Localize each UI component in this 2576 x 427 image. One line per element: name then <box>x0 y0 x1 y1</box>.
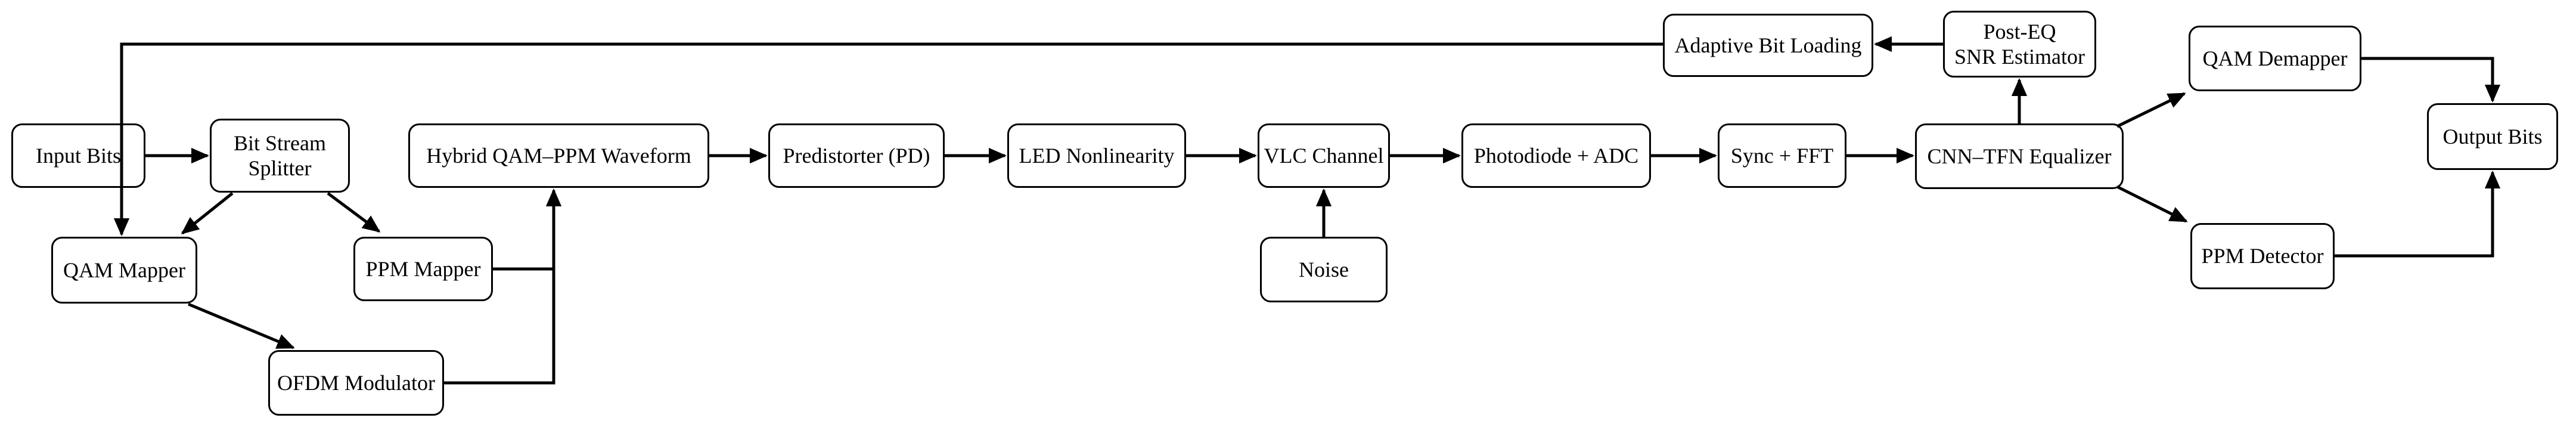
node-label: Adaptive Bit Loading <box>1674 33 1862 57</box>
node-label: Noise <box>1299 257 1349 281</box>
node-noise: Noise <box>1260 237 1388 302</box>
node-photodiode_adc: Photodiode + ADC <box>1461 123 1651 188</box>
node-sync_fft: Sync + FFT <box>1718 123 1846 188</box>
node-adaptive_bit_loading: Adaptive Bit Loading <box>1663 14 1873 77</box>
node-label: Sync + FFT <box>1730 143 1834 168</box>
node-label: Input Bits <box>35 143 121 168</box>
node-output_bits: Output Bits <box>2427 103 2558 170</box>
edge-qam_mapper-ofdm_modulator <box>188 302 295 349</box>
node-hybrid_waveform: Hybrid QAM–PPM Waveform <box>408 123 709 188</box>
node-label: VLC Channel <box>1264 143 1384 168</box>
node-label: Hybrid QAM–PPM Waveform <box>426 143 691 168</box>
edge-cnn_tfn_equalizer-qam_demapper <box>2116 92 2186 128</box>
edge-cnn_tfn_equalizer-ppm_detector <box>2116 185 2188 223</box>
node-label: Bit Stream <box>234 131 326 155</box>
node-ppm_mapper: PPM Mapper <box>353 237 493 301</box>
node-label: CNN–TFN Equalizer <box>1927 144 2112 168</box>
node-label: Photodiode + ADC <box>1473 143 1639 168</box>
edge-ppm_detector-output_bits <box>2335 170 2501 258</box>
node-label: Splitter <box>248 156 312 180</box>
node-ppm_detector: PPM Detector <box>2190 223 2335 289</box>
node-ofdm_modulator: OFDM Modulator <box>268 350 444 416</box>
node-label: LED Nonlinearity <box>1019 143 1175 168</box>
node-led_nonlinearity: LED Nonlinearity <box>1007 123 1186 188</box>
node-label: Post-EQ <box>1983 19 2056 44</box>
node-label: PPM Mapper <box>365 256 481 281</box>
node-label: Predistorter (PD) <box>783 143 930 168</box>
edge-qam_demapper-output_bits <box>2361 57 2501 103</box>
edge-bit_stream_splitter-qam_mapper <box>181 192 234 234</box>
node-cnn_tfn_equalizer: CNN–TFN Equalizer <box>1915 123 2124 189</box>
edge-bit_stream_splitter-ppm_mapper <box>327 191 381 233</box>
node-label: PPM Detector <box>2201 244 2324 268</box>
node-label: SNR Estimator <box>1954 45 2085 69</box>
node-input_bits: Input Bits <box>11 123 145 188</box>
node-label: QAM Demapper <box>2202 46 2348 70</box>
node-vlc_channel: VLC Channel <box>1258 123 1390 188</box>
node-predistorter: Predistorter (PD) <box>768 123 945 188</box>
node-label: Output Bits <box>2442 124 2543 148</box>
node-qam_mapper: QAM Mapper <box>51 237 197 304</box>
node-label: OFDM Modulator <box>277 370 435 395</box>
node-qam_demapper: QAM Demapper <box>2189 26 2361 91</box>
node-label: QAM Mapper <box>63 258 185 282</box>
